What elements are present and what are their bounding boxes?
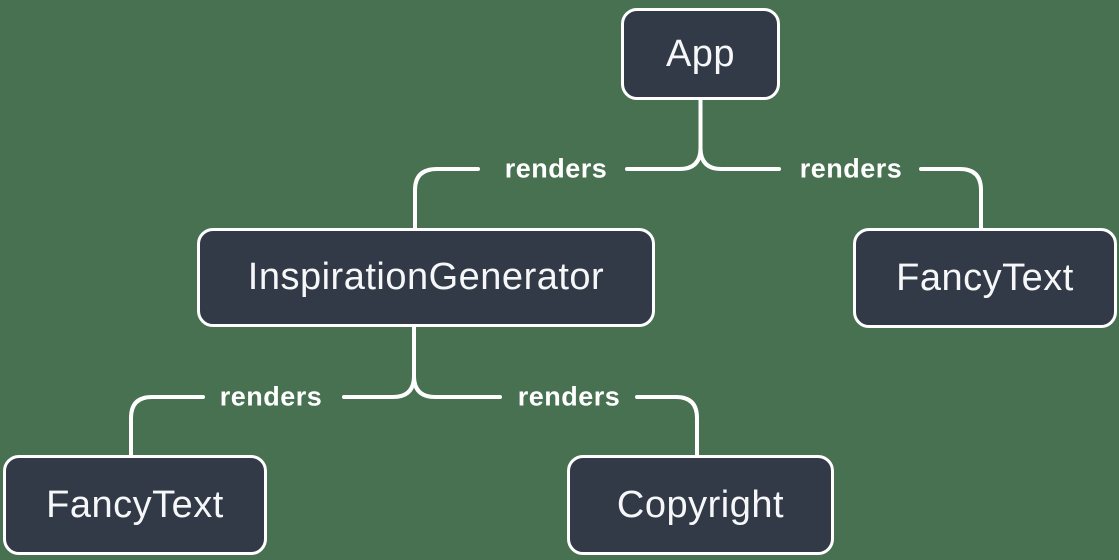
edge-label-ig-copyright: renders bbox=[517, 381, 621, 412]
edge-label-app-fancy-text: renders bbox=[799, 153, 903, 184]
node-inspiration-generator: InspirationGenerator bbox=[197, 228, 655, 327]
edge-line-app-right-elbow bbox=[919, 167, 983, 230]
node-app: App bbox=[621, 8, 780, 100]
node-fancy-text-bottom-left: FancyText bbox=[3, 455, 267, 555]
edge-label-app-inspiration-generator: renders bbox=[504, 153, 608, 184]
edge-line-app-left-elbow bbox=[413, 167, 480, 230]
edge-label-ig-fancy-text: renders bbox=[219, 381, 323, 412]
edge-line-ig-right-elbow bbox=[635, 395, 699, 457]
node-copyright: Copyright bbox=[567, 455, 834, 555]
node-fancy-text-top-right: FancyText bbox=[853, 228, 1117, 328]
edge-line-ig-left-flare bbox=[342, 374, 416, 399]
edge-line-app-right-flare bbox=[698, 146, 781, 171]
edge-line-ig-right-flare bbox=[412, 374, 502, 399]
edge-line-app-left-flare bbox=[625, 146, 703, 171]
edge-line-ig-left-elbow bbox=[129, 395, 205, 457]
